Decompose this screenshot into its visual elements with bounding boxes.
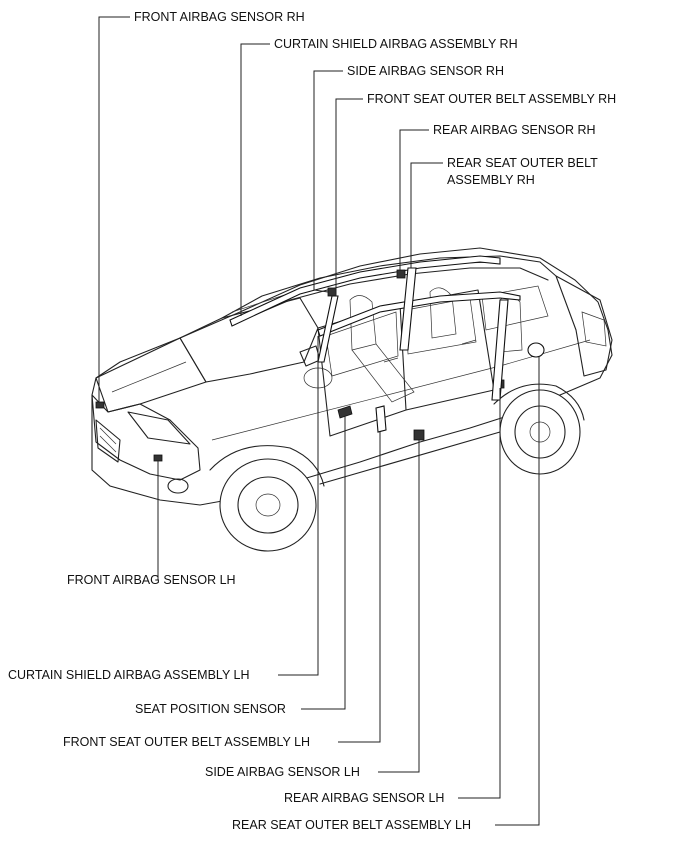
- rear-seat-belt-retractor-lh-shape: [527, 342, 545, 358]
- leader-rear-seat-belt-rh: [410, 162, 443, 268]
- rear-airbag-sensor-rh-shape: [396, 269, 406, 279]
- curtain-shield-airbag-rh-shape: [229, 255, 501, 327]
- side-airbag-sensor-lh-shape: [413, 429, 425, 441]
- label-side-airbag-sensor-lh: SIDE AIRBAG SENSOR LH: [205, 765, 360, 779]
- label-front-airbag-sensor-rh: FRONT AIRBAG SENSOR RH: [134, 10, 305, 24]
- leader-front-seat-belt-lh: [338, 432, 381, 743]
- label-curtain-shield-airbag-assembly-lh: CURTAIN SHIELD AIRBAG ASSEMBLY LH: [8, 668, 250, 682]
- label-rear-seat-outer-belt-assembly-lh: REAR SEAT OUTER BELT ASSEMBLY LH: [232, 818, 471, 832]
- components: [95, 255, 545, 462]
- label-rear-airbag-sensor-lh: REAR AIRBAG SENSOR LH: [284, 791, 444, 805]
- label-seat-position-sensor: SEAT POSITION SENSOR: [135, 702, 286, 716]
- leader-front-seat-belt-rh: [335, 98, 363, 296]
- seat-position-sensor-shape: [337, 405, 353, 419]
- leader-rear-airbag-sensor-rh: [399, 129, 429, 270]
- leader-curtain-shield-airbag-lh: [278, 336, 319, 676]
- side-airbag-sensor-rh-shape: [327, 287, 337, 297]
- label-front-airbag-sensor-lh: FRONT AIRBAG SENSOR LH: [67, 573, 236, 587]
- vehicle-illustration: [91, 247, 613, 552]
- label-front-seat-outer-belt-assembly-lh: FRONT SEAT OUTER BELT ASSEMBLY LH: [63, 735, 310, 749]
- rear-seat-belt-rh-shape: [399, 267, 417, 351]
- leader-side-airbag-sensor-rh: [313, 70, 343, 293]
- front-airbag-sensor-lh-shape: [153, 454, 163, 462]
- front-airbag-sensor-rh-shape: [95, 401, 105, 409]
- leader-seat-position-sensor: [301, 416, 346, 710]
- leader-front-airbag-sensor-rh: [98, 16, 130, 402]
- leader-side-airbag-sensor-lh: [378, 440, 420, 773]
- label-rear-seat-outer-belt-rh-line2: ASSEMBLY RH: [447, 173, 535, 187]
- leader-lines: [98, 16, 540, 826]
- label-rear-airbag-sensor-rh: REAR AIRBAG SENSOR RH: [433, 123, 596, 137]
- curtain-shield-airbag-lh-shape: [317, 291, 521, 337]
- leader-curtain-shield-airbag-rh: [240, 43, 270, 316]
- label-rear-seat-outer-belt-rh-line1: REAR SEAT OUTER BELT: [447, 156, 598, 170]
- leader-rear-airbag-sensor-lh: [458, 388, 501, 799]
- leader-rear-seat-belt-lh: [495, 357, 540, 826]
- label-side-airbag-sensor-rh: SIDE AIRBAG SENSOR RH: [347, 64, 504, 78]
- label-front-seat-outer-belt-assembly-rh: FRONT SEAT OUTER BELT ASSEMBLY RH: [367, 92, 616, 106]
- front-seat-belt-lh-shape: [375, 405, 387, 433]
- callout-labels: FRONT AIRBAG SENSOR RH CURTAIN SHIELD AI…: [8, 10, 616, 832]
- label-curtain-shield-airbag-assembly-rh: CURTAIN SHIELD AIRBAG ASSEMBLY RH: [274, 37, 518, 51]
